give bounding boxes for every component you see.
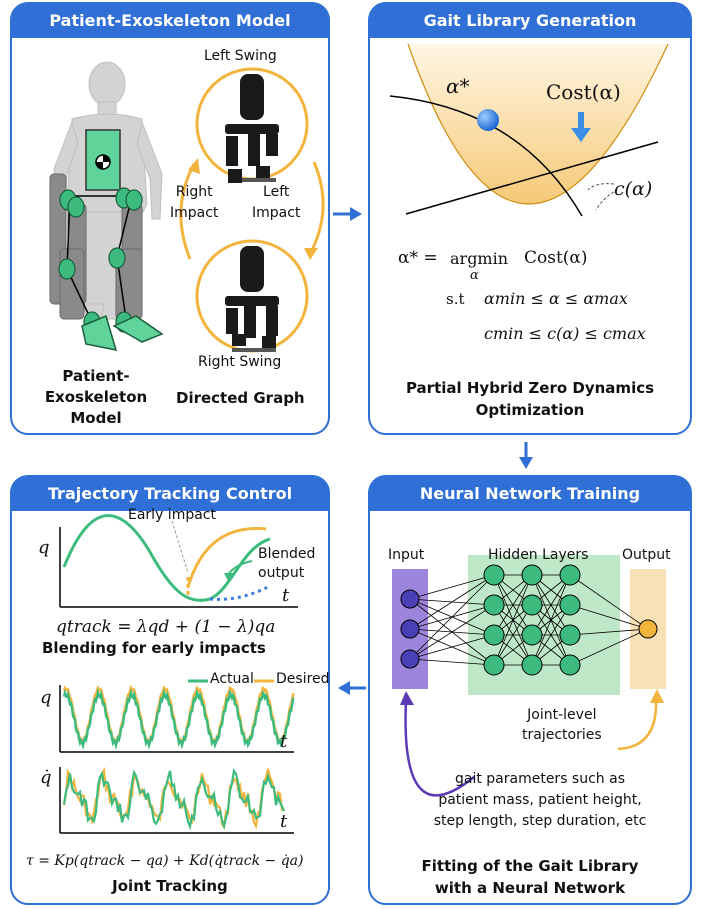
panel-gait-library-generation: Gait Library Generation α* Cost(α) c(α) …: [368, 2, 692, 435]
hidden-node: [521, 564, 543, 586]
output-arrow: [617, 698, 658, 751]
arrow-left-icon: [338, 681, 350, 695]
arrow-right-icon: [350, 207, 362, 221]
input-node: [400, 619, 420, 639]
desired-curve: [186, 527, 267, 588]
center-of-mass-icon: [95, 154, 111, 170]
input-node: [400, 649, 420, 669]
feet: [81, 314, 164, 351]
arrow-down-icon: [519, 457, 533, 469]
actual-curve: [62, 514, 211, 602]
right-impact-arrow: [179, 163, 196, 260]
velocity-trajectory-plot: [62, 766, 286, 831]
optimum-ball: [477, 109, 499, 131]
output-label: Output: [622, 547, 671, 563]
label-right-swing: Right Swing: [198, 354, 282, 370]
label-left-swing: Left Swing: [204, 48, 277, 64]
eq1-subscript: α: [470, 268, 479, 283]
cost-bowl: [408, 44, 668, 204]
actual-qdot-line: [62, 767, 286, 831]
hidden-node: [559, 594, 581, 616]
eq1-lhs: α* =: [398, 248, 438, 268]
panel-trajectory-tracking-control: Trajectory Tracking Control Early impact…: [10, 475, 330, 905]
tracking-caption: Joint Tracking: [112, 877, 228, 895]
cost-label: Cost(α): [546, 80, 621, 104]
actual-q-line: [62, 688, 295, 751]
constraint-line: [405, 141, 659, 215]
hidden-node: [559, 654, 581, 676]
hidden-node: [521, 594, 543, 616]
c-alpha-label: c(α): [614, 178, 653, 200]
q-plot-label: q: [40, 687, 52, 708]
hidden-node: [521, 654, 543, 676]
legend-desired: Desired: [276, 671, 330, 687]
tracking-plots: [59, 514, 298, 834]
input-label: Input: [388, 547, 425, 563]
hidden-node: [559, 564, 581, 586]
neural-network-diagram: [392, 555, 666, 797]
input-arrow: [404, 700, 475, 797]
eq3-bounds: cmin ≤ c(α) ≤ cmax: [484, 324, 646, 343]
label-left-impact: Left Impact: [252, 184, 301, 221]
model-illustration: [49, 61, 325, 353]
qdot-plot-label: q̇: [40, 767, 52, 788]
hidden-label: Hidden Layers: [488, 547, 589, 563]
panel-neural-network-training: Neural Network Training Input Hidden Lay…: [368, 475, 692, 905]
hidden-node: [521, 624, 543, 646]
gait-parameters-label: gait parameters such as patient mass, pa…: [433, 771, 647, 829]
blended-output-label: Blended output: [258, 546, 316, 581]
t-axis-label: t: [282, 585, 290, 606]
t-plot3-label: t: [280, 811, 288, 832]
hidden-node: [483, 594, 505, 616]
joint-level-label: Joint-level trajectories: [522, 707, 602, 743]
output-node: [638, 619, 658, 639]
legend-actual: Actual: [210, 671, 254, 687]
robot-right-swing: [225, 246, 279, 352]
hidden-node: [559, 624, 581, 646]
q-axis-label: q: [38, 537, 50, 558]
down-arrow-icon: [571, 128, 591, 142]
hidden-node: [483, 564, 505, 586]
blend-equation: qtrack = λqd + (1 − λ)qa: [56, 617, 276, 637]
early-impact-label: Early impact: [128, 507, 216, 523]
eq2-st: s.t: [446, 290, 465, 308]
hidden-node: [483, 654, 505, 676]
torque-equation: τ = Kp(qtrack − qa) + Kd(q̇track − q̇a): [26, 853, 304, 869]
t-plot-label: t: [280, 731, 288, 752]
cost-illustration: [389, 43, 669, 217]
label-right-impact: Right Impact: [170, 184, 219, 221]
hidden-node: [483, 624, 505, 646]
panel-title: Trajectory Tracking Control: [12, 477, 328, 511]
panel-title: Patient-Exoskeleton Model: [12, 4, 328, 38]
constraint-curve: [389, 95, 583, 217]
left-impact-arrow: [308, 161, 325, 255]
eq1-rhs: Cost(α): [524, 248, 588, 268]
panel-title: Neural Network Training: [370, 477, 690, 511]
caption-directed-graph: Directed Graph: [176, 389, 305, 407]
nn-caption: Fitting of the Gait Library with a Neura…: [421, 857, 639, 897]
gait-caption: Partial Hybrid Zero Dynamics Optimizatio…: [405, 379, 655, 419]
eq2-bounds: αmin ≤ α ≤ αmax: [484, 289, 628, 308]
blend-caption: Blending for early impacts: [42, 639, 266, 657]
robot-left-swing: [225, 74, 279, 183]
input-node: [400, 589, 420, 609]
caption-model: Patient- Exoskeleton Model: [44, 367, 148, 427]
alpha-star-label: α*: [446, 74, 470, 98]
periodic-trajectory-plot: [62, 684, 295, 751]
eq1-operator: argmin: [450, 249, 509, 268]
panel-patient-exoskeleton-model: Patient-Exoskeleton Model: [10, 2, 330, 435]
panel-title: Gait Library Generation: [370, 4, 690, 38]
